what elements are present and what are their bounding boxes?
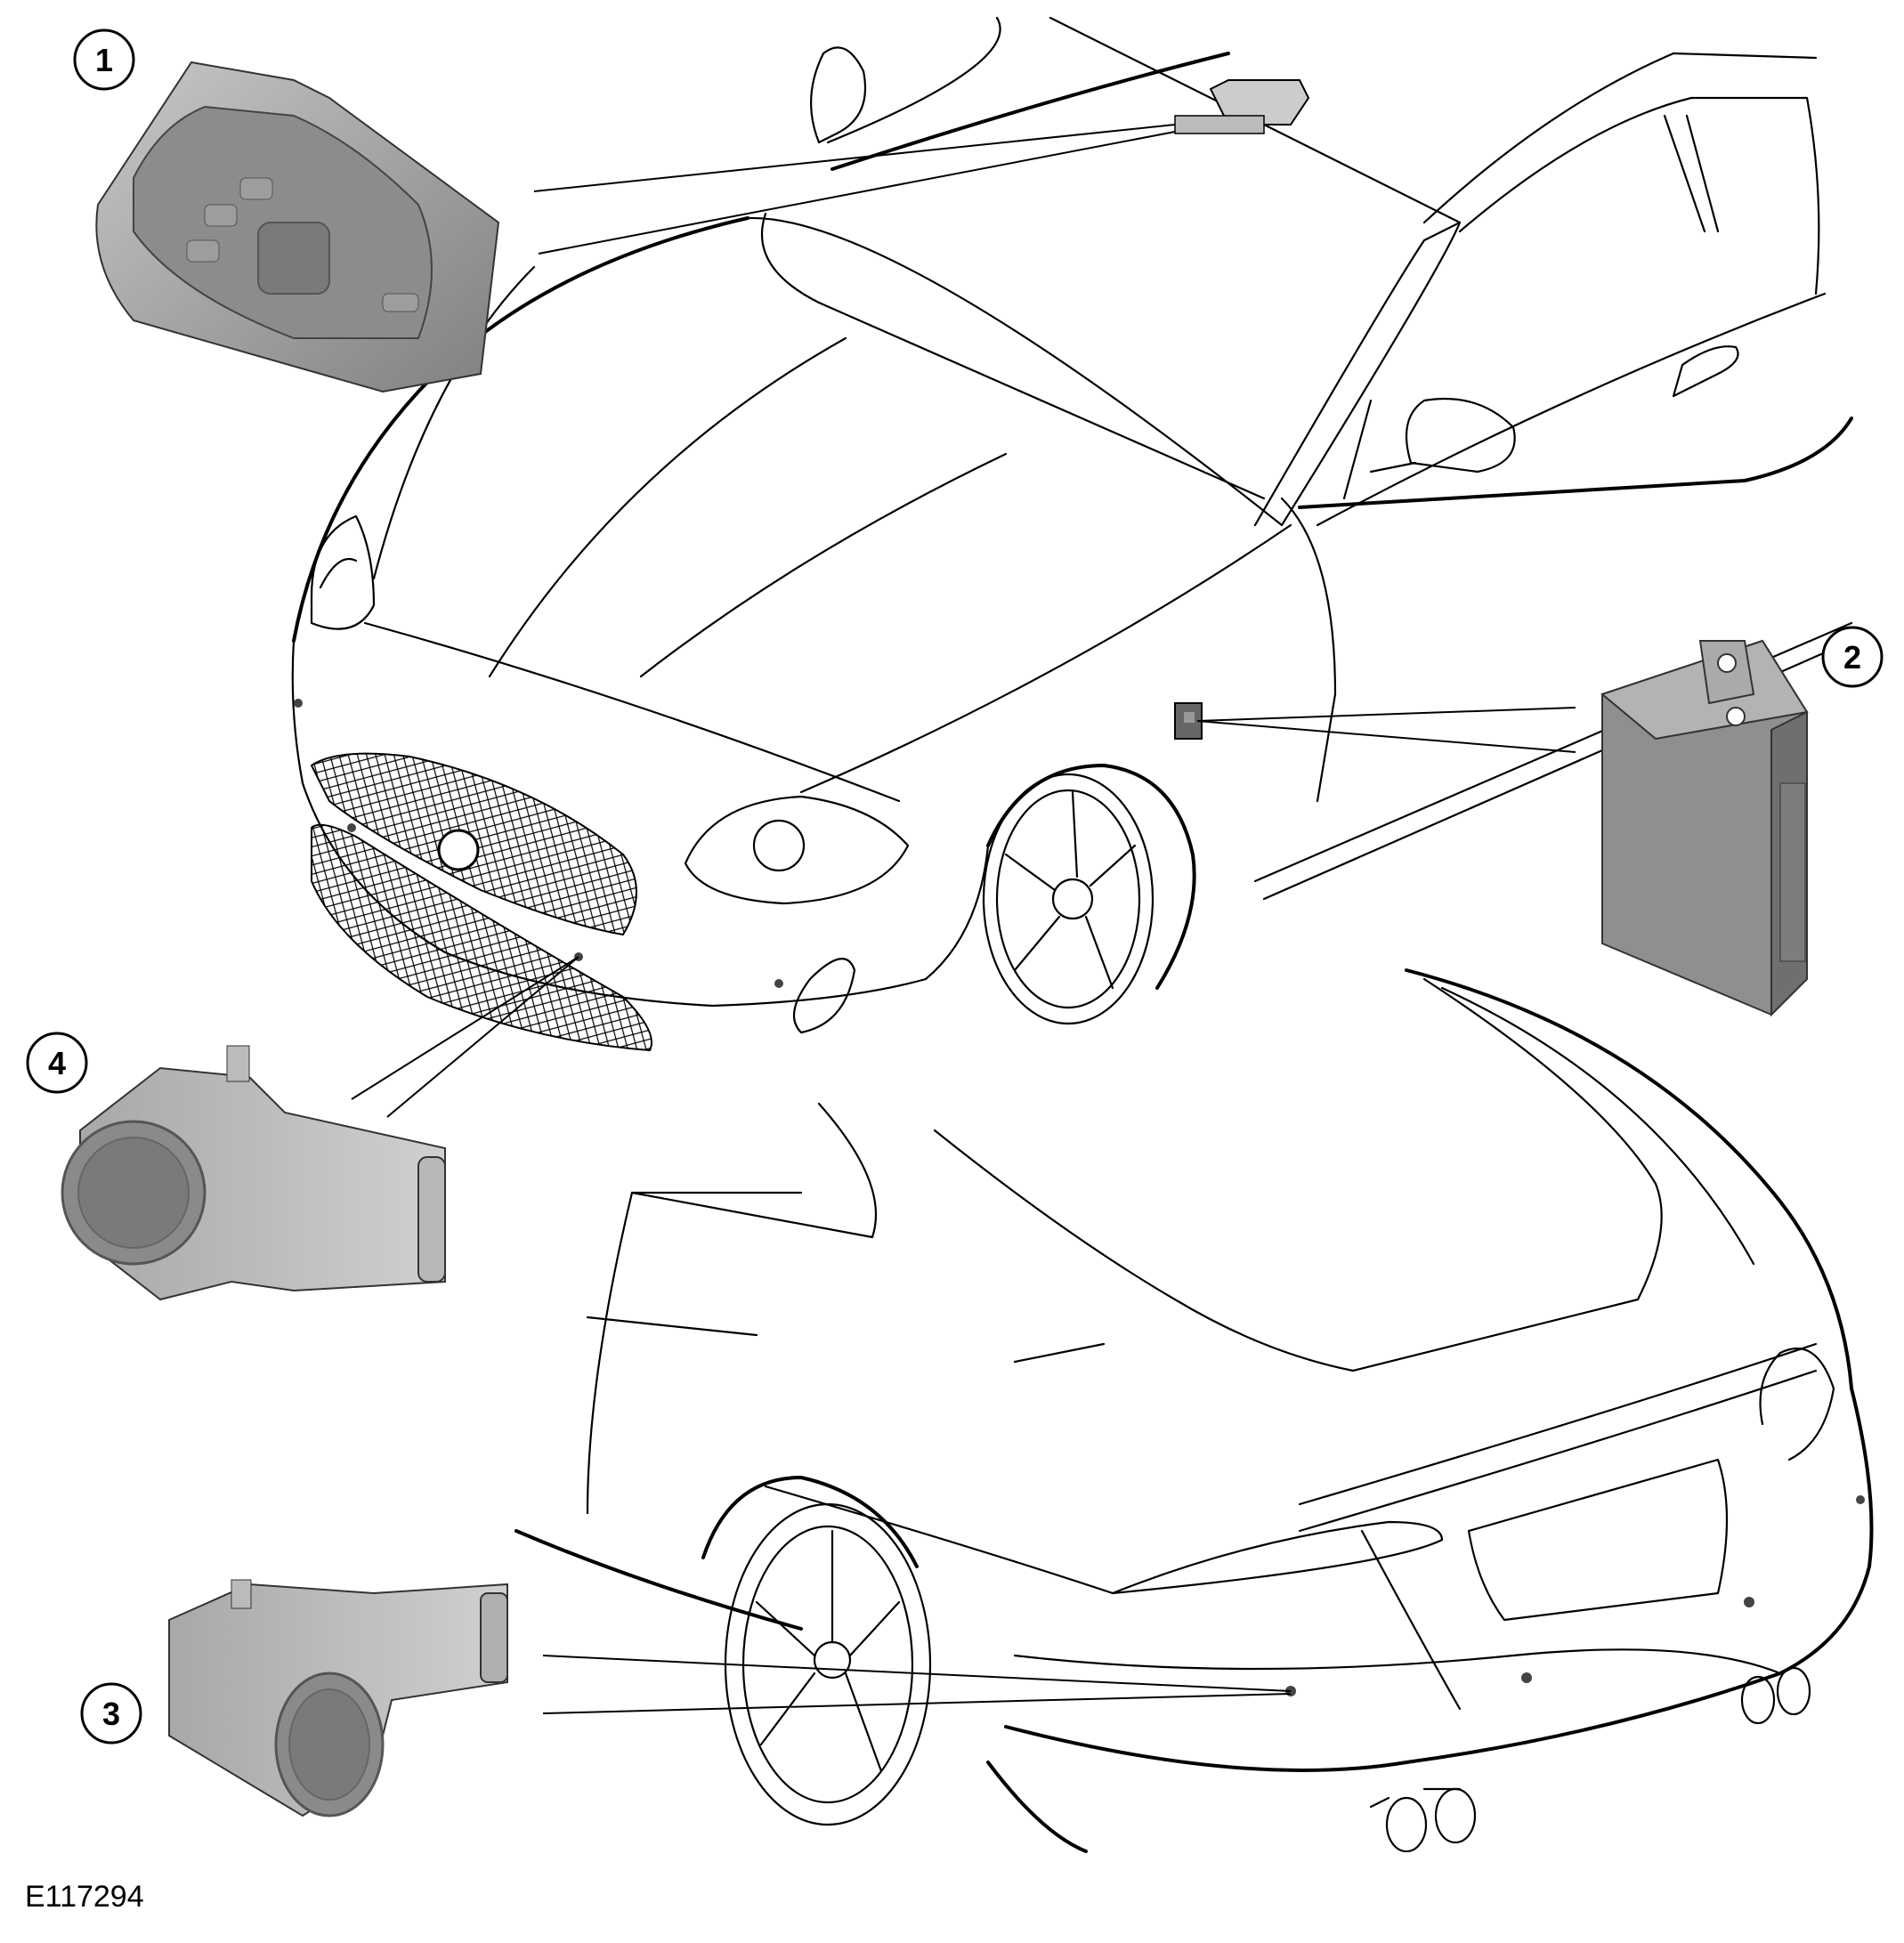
- svg-text:2: 2: [1843, 639, 1861, 676]
- callout-1: 1: [73, 28, 135, 91]
- front-parking-sensor-part: [61, 1045, 446, 1301]
- rear-parking-sensor-part: [168, 1579, 508, 1818]
- front-vehicle-illustration: [291, 16, 1853, 1052]
- svg-text:1: 1: [95, 42, 113, 78]
- svg-text:3: 3: [102, 1696, 120, 1732]
- overhead-console-part: [95, 61, 500, 393]
- callout-3: 3: [80, 1682, 142, 1745]
- callout-2: 2: [1821, 626, 1884, 688]
- parking-aid-module-part: [1600, 639, 1809, 1017]
- callout-4: 4: [26, 1032, 88, 1094]
- figure-id: E117294: [25, 1880, 144, 1914]
- leader-lines: [351, 124, 1576, 1714]
- rear-vehicle-illustration: [514, 968, 1874, 1853]
- svg-text:4: 4: [48, 1045, 66, 1081]
